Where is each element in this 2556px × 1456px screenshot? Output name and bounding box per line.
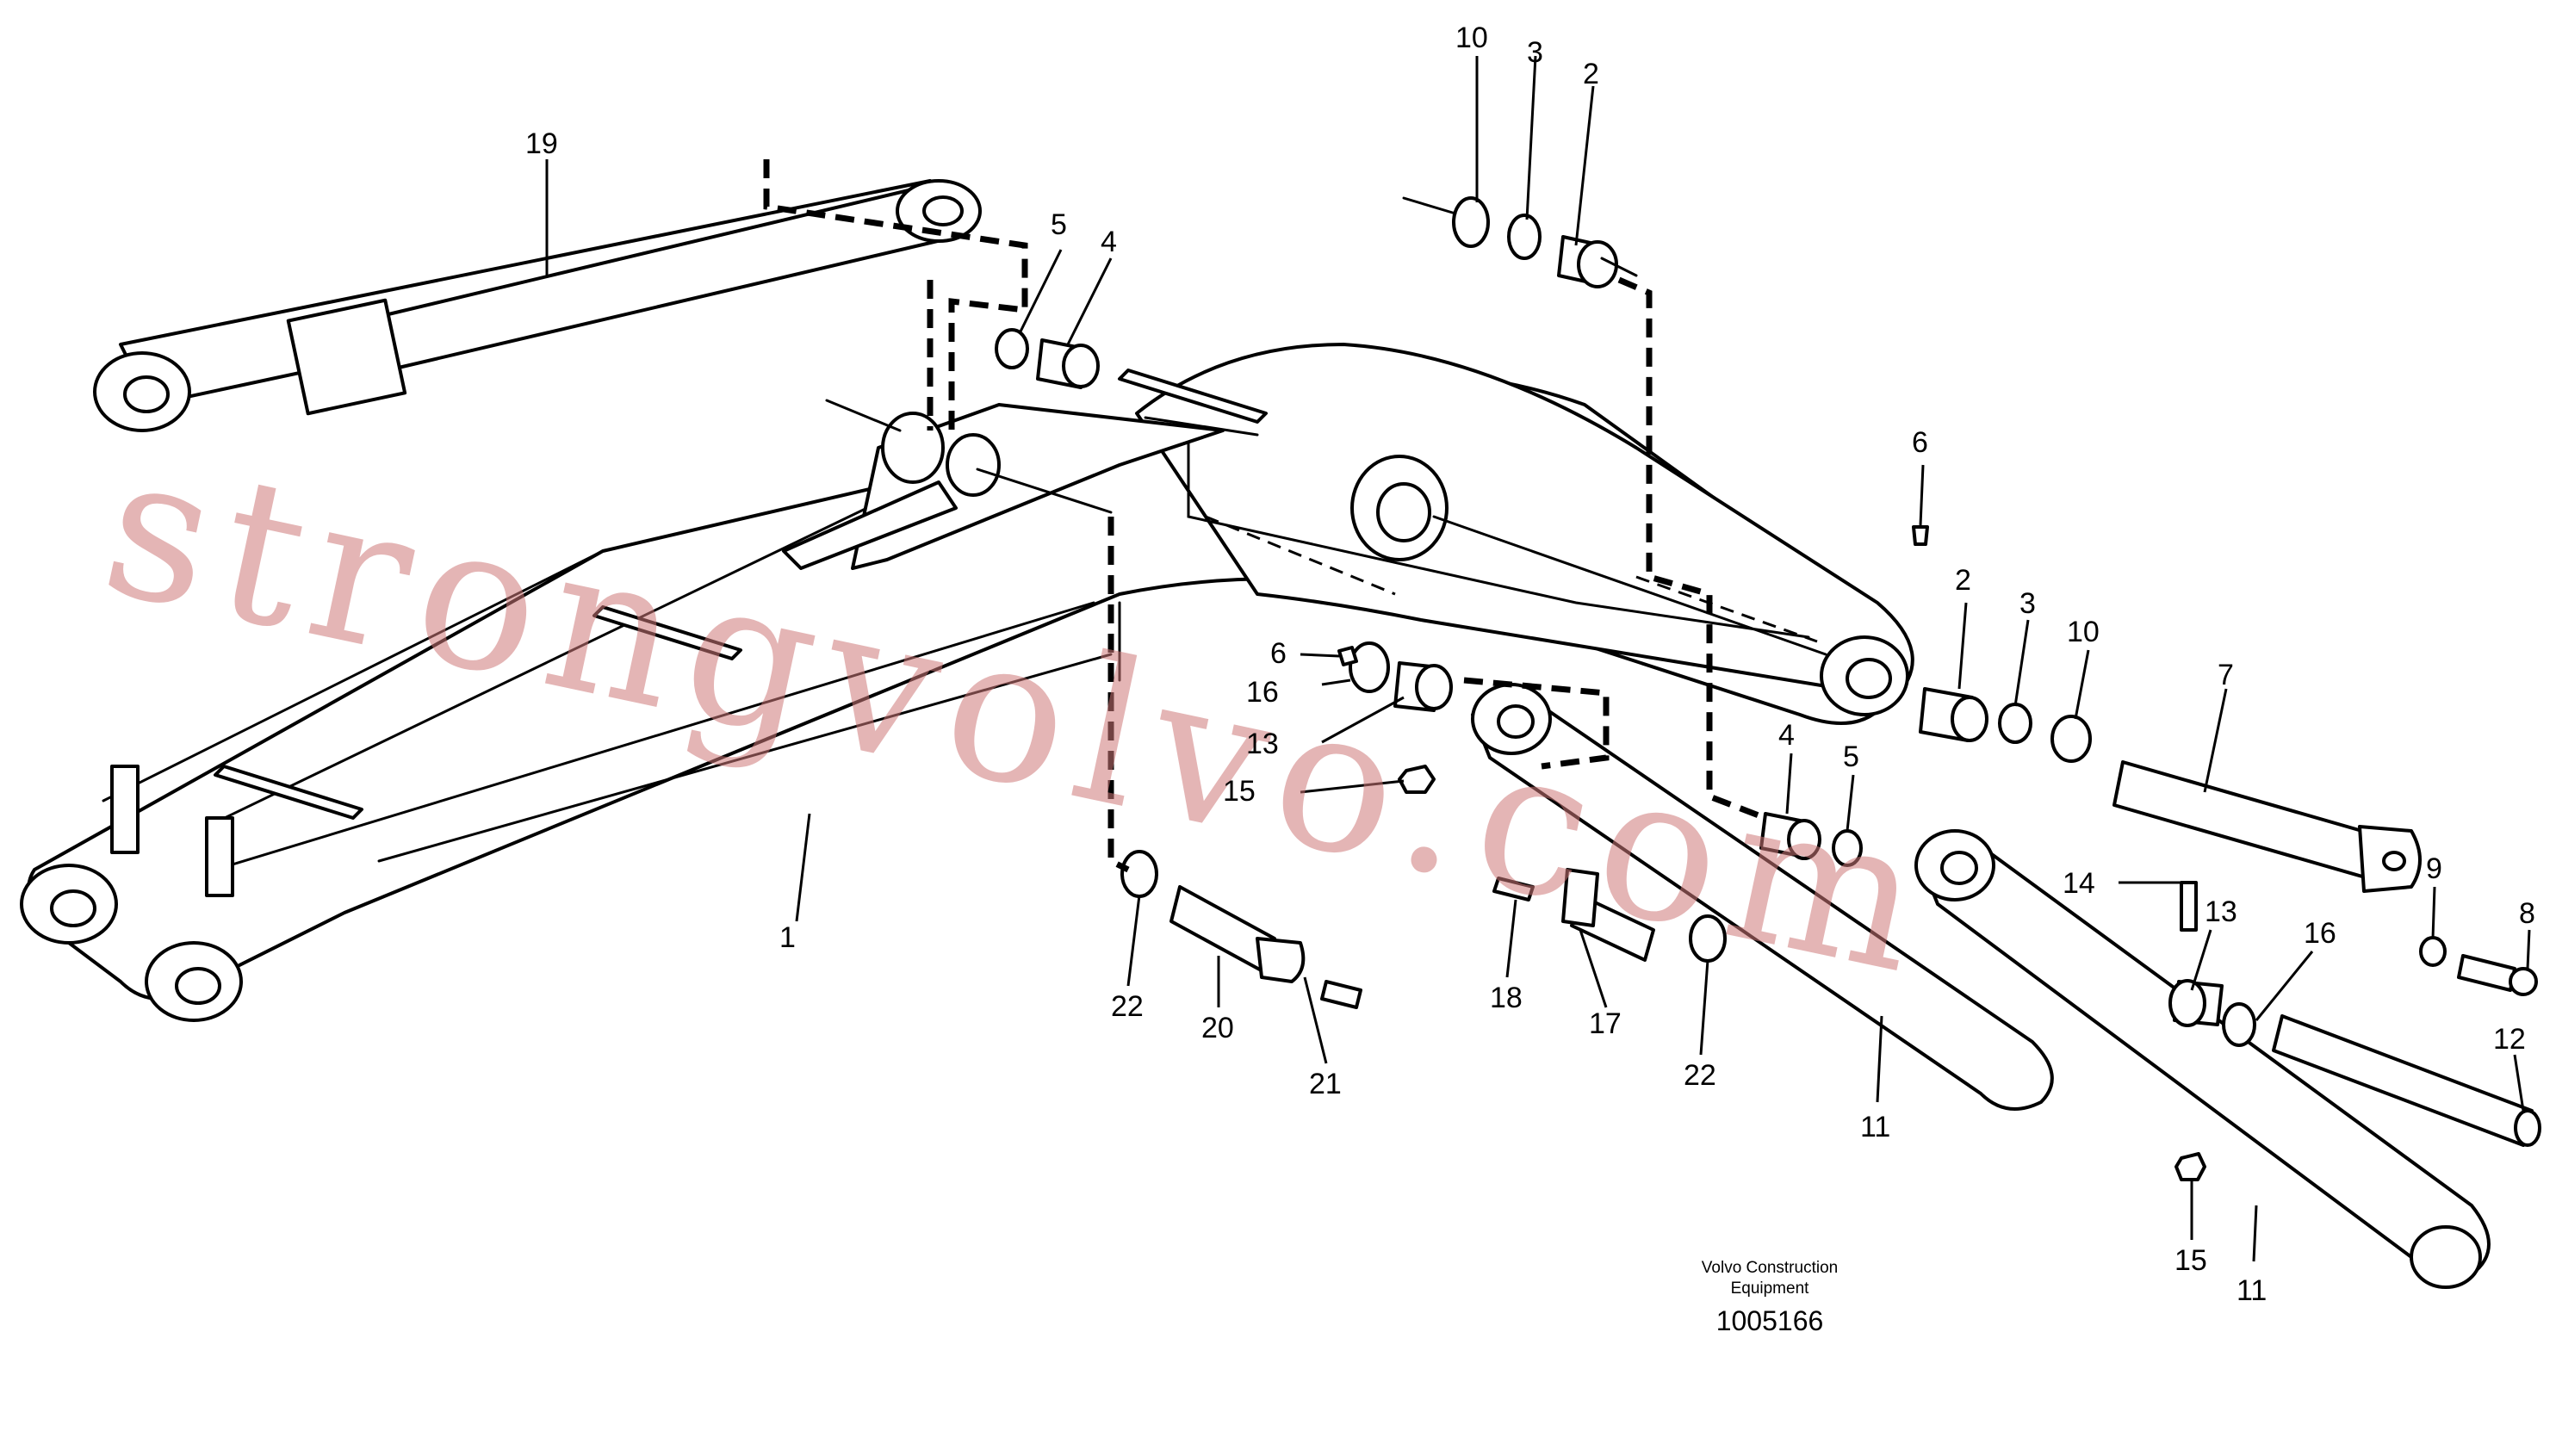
callout-7: 7 (2218, 659, 2234, 691)
callout-4-top: 4 (1101, 226, 1117, 258)
callout-10-right: 10 (2067, 616, 2100, 648)
leader-lines (545, 55, 2531, 1262)
callout-20: 20 (1201, 1012, 1234, 1044)
callout-2-right: 2 (1955, 564, 1971, 597)
callout-15-mid: 15 (1223, 775, 1256, 808)
callout-2-top: 2 (1583, 58, 1599, 90)
callout-14: 14 (2063, 867, 2095, 900)
callout-9: 9 (2426, 852, 2442, 885)
callout-16-mid: 16 (1246, 676, 1279, 709)
callout-13-right: 13 (2205, 895, 2237, 928)
callout-10-top: 10 (1455, 22, 1488, 54)
callout-6-right: 6 (1912, 426, 1928, 459)
callout-15-bottom: 15 (2174, 1244, 2207, 1277)
callout-22-left: 22 (1111, 990, 1144, 1023)
caption-number: 1005166 (1716, 1305, 1824, 1336)
assembly-lines (763, 159, 1827, 873)
link-arms-11 (1471, 683, 2491, 1289)
callout-21: 21 (1309, 1068, 1342, 1100)
callout-3-right: 3 (2019, 587, 2036, 620)
boom (20, 343, 1914, 1022)
caption-brand-line1: Volvo Construction (1702, 1259, 1838, 1277)
callout-11-mid: 11 (1860, 1111, 1890, 1143)
callout-4-mid: 4 (1778, 719, 1795, 752)
callout-5-mid: 5 (1843, 740, 1859, 773)
callout-18: 18 (1490, 982, 1523, 1014)
callout-3-top: 3 (1527, 36, 1543, 69)
callout-1: 1 (779, 921, 796, 954)
callout-16-right: 16 (2304, 917, 2336, 950)
caption-brand-line2: Equipment (1731, 1279, 1810, 1298)
small-parts (995, 196, 2541, 1181)
callout-5-top: 5 (1051, 208, 1067, 241)
diagram-caption: Volvo Construction Equipment 1005166 (1702, 1259, 1838, 1336)
callout-6-mid: 6 (1270, 637, 1287, 670)
callout-17: 17 (1589, 1007, 1622, 1040)
callout-13-mid: 13 (1246, 728, 1279, 760)
callout-19: 19 (525, 127, 558, 160)
callout-11-bottom: 11 (2236, 1274, 2267, 1307)
callout-12: 12 (2493, 1023, 2526, 1056)
callout-8: 8 (2519, 897, 2535, 930)
callout-22-right: 22 (1684, 1059, 1716, 1092)
callout-labels: 19 10 3 2 5 4 6 2 3 10 7 6 16 13 15 4 5 … (525, 22, 2535, 1307)
